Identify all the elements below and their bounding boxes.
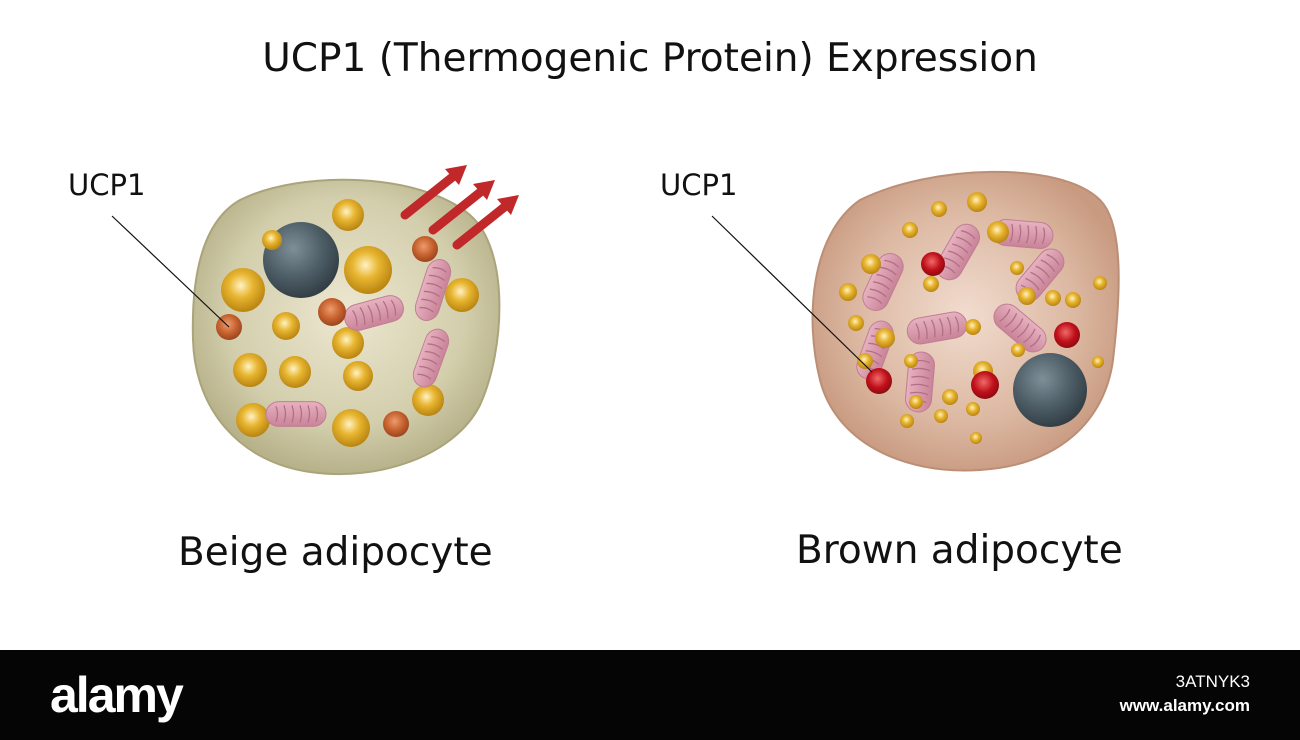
brown-nucleus — [1013, 353, 1087, 427]
beige-adipocyte-caption: Beige adipocyte — [178, 530, 493, 575]
diagram-title: UCP1 (Thermogenic Protein) Expression — [262, 36, 1038, 81]
ucp1-label-brown: UCP1 — [660, 168, 738, 202]
image-id: 3ATNYK3 — [1175, 672, 1250, 691]
brown-adipocyte-caption: Brown adipocyte — [796, 528, 1123, 573]
brand-logo: alamy — [50, 667, 184, 723]
brown-lipid-droplets — [839, 192, 1107, 444]
brown-adipocyte — [711, 170, 1120, 472]
watermark-footer: alamy 3ATNYK3 www.alamy.com — [0, 650, 1300, 740]
ucp1-label-beige: UCP1 — [68, 168, 146, 202]
brown-callout-line — [711, 215, 873, 373]
site-url: www.alamy.com — [1119, 696, 1250, 715]
brown-ucp1-proteins — [866, 252, 1080, 399]
beige-lipid-droplets — [221, 199, 479, 447]
cell-illustrations — [111, 0, 1120, 476]
beige-callout-line — [111, 215, 230, 328]
beige-adipocyte — [111, 165, 519, 476]
beige-nucleus — [263, 222, 339, 298]
